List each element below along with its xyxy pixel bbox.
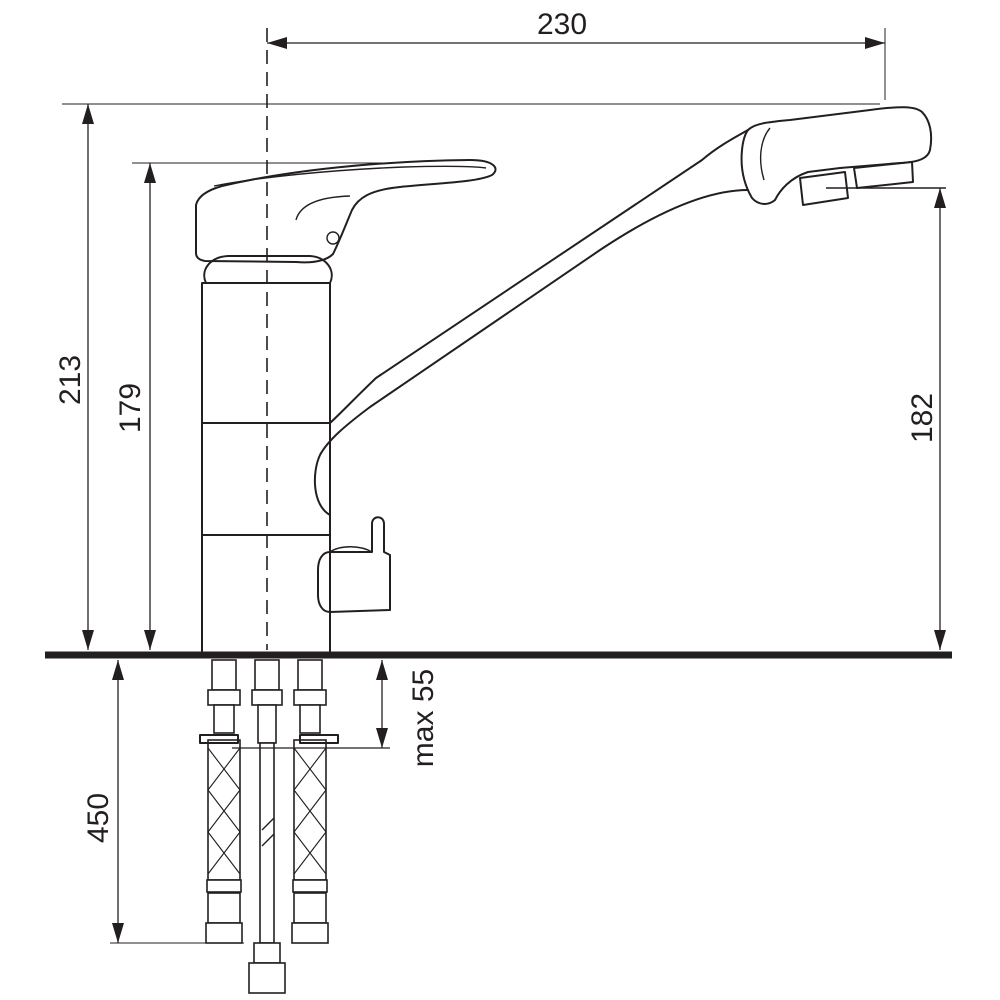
lever-handle — [195, 159, 497, 264]
dim-label-230: 230 — [537, 8, 587, 41]
hose-right — [291, 659, 329, 944]
spout — [313, 106, 946, 516]
hose-center — [248, 659, 286, 994]
dim-label-213: 213 — [54, 355, 87, 405]
dimension-max-countertop: max 55 — [376, 660, 440, 767]
dimension-hose-length: 450 — [82, 660, 244, 944]
dimension-outlet-height: 182 — [906, 188, 946, 650]
hose-left — [205, 659, 243, 944]
dim-label-450: 450 — [82, 793, 115, 843]
dim-label-max-55: max 55 — [407, 669, 440, 767]
dim-label-182: 182 — [906, 393, 939, 443]
dimension-total-height: 213 — [54, 103, 880, 650]
filter-lever — [317, 516, 391, 613]
mounting-bracket — [199, 734, 390, 749]
dimension-spout-reach: 230 — [267, 8, 886, 100]
dimension-lever-height: 179 — [114, 162, 400, 650]
faucet-body — [201, 255, 333, 654]
dim-label-179: 179 — [114, 383, 147, 433]
